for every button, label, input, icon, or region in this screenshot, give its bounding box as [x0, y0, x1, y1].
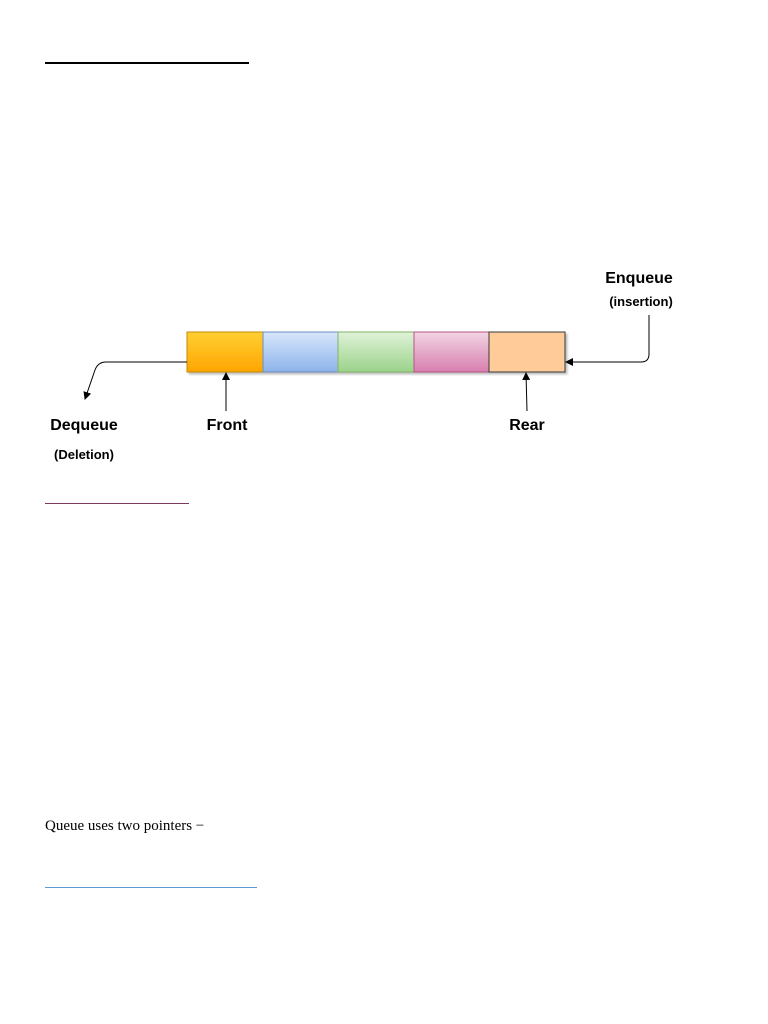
queue-cells [186, 331, 566, 373]
queue-pointers-text: Queue uses two pointers − [45, 818, 205, 834]
queue-cell-1 [186, 331, 264, 373]
insertion-label: (insertion) [609, 294, 673, 309]
enqueue-label: Enqueue [605, 270, 673, 287]
dequeue-arrow [83, 361, 187, 400]
queue-cell-2 [262, 331, 339, 373]
queue-cell-4 [413, 331, 490, 373]
rear-arrow [522, 372, 531, 412]
deletion-label: (Deletion) [54, 447, 114, 462]
front-label: Front [207, 417, 249, 434]
rear-label: Rear [509, 417, 545, 434]
section-link-underline[interactable] [45, 503, 189, 504]
dequeue-label: Dequeue [50, 417, 118, 434]
queue-cell-3 [337, 331, 415, 373]
link-underline[interactable] [45, 887, 257, 888]
enqueue-arrow [565, 315, 650, 366]
queue-cell-5 [488, 331, 566, 373]
heading-underline [45, 62, 249, 64]
